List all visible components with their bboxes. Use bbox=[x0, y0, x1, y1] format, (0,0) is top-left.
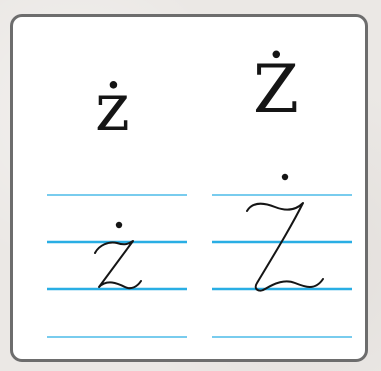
right-guide-lines bbox=[212, 194, 352, 338]
printed-uppercase-letter: Ż bbox=[253, 51, 299, 128]
printed-lowercase-letter: ż bbox=[95, 69, 130, 146]
cursive-lowercase-letter bbox=[94, 240, 142, 290]
left-guide-lines bbox=[47, 194, 187, 338]
cursive-uppercase-letter bbox=[246, 202, 324, 292]
cursive-uppercase-dot bbox=[281, 173, 289, 181]
handwriting-practice-area bbox=[47, 173, 352, 338]
cursive-lowercase-dot bbox=[115, 221, 123, 229]
letter-card: ż Ż bbox=[10, 14, 368, 362]
